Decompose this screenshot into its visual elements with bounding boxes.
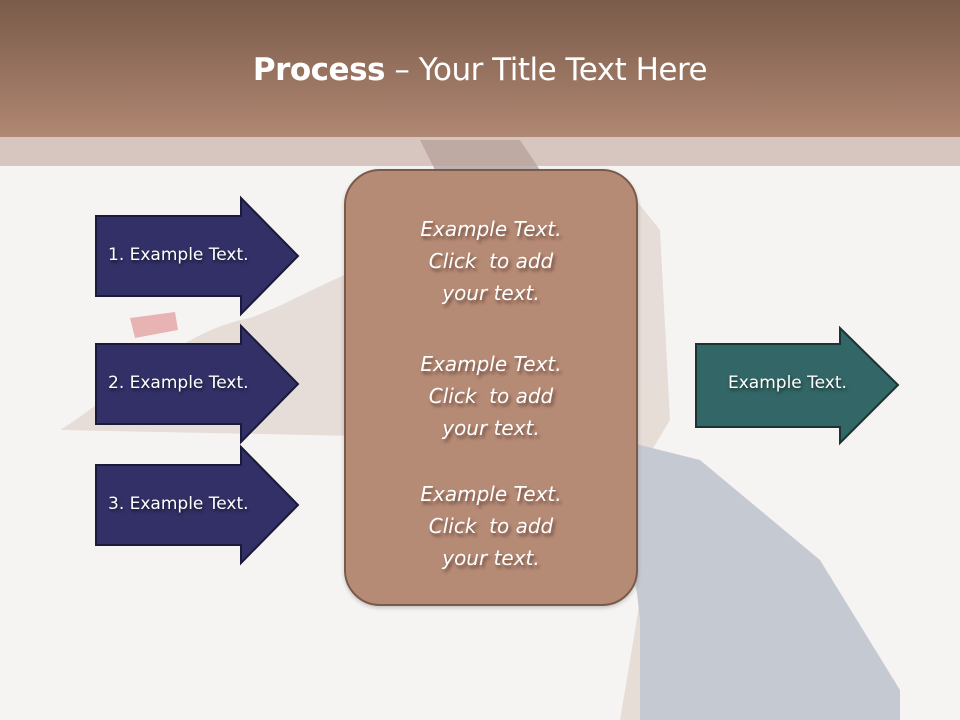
header-accent-band (0, 137, 960, 166)
block-line: your text. (442, 416, 540, 440)
arrow-label: 3. Example Text. (108, 494, 249, 514)
block-line: Click to add (428, 249, 554, 273)
text-block-3: Example Text. Click to add your text. (346, 478, 636, 574)
block-line: Example Text. (420, 217, 562, 241)
block-line: Example Text. (420, 482, 562, 506)
slide-title[interactable]: Process – Your Title Text Here (0, 52, 960, 88)
result-arrow[interactable]: Example Text. (695, 325, 900, 446)
process-arrow-1[interactable]: 1. Example Text. (95, 195, 300, 317)
right-arrow-icon (95, 195, 300, 317)
block-line: your text. (442, 546, 540, 570)
title-bold: Process (252, 52, 386, 88)
block-line: your text. (442, 281, 540, 305)
process-arrow-2[interactable]: 2. Example Text. (95, 323, 300, 445)
arrow-label: 1. Example Text. (108, 245, 249, 265)
text-block-2: Example Text. Click to add your text. (346, 348, 636, 444)
right-arrow-icon (95, 444, 300, 566)
block-line: Click to add (428, 514, 554, 538)
center-text-box[interactable]: Example Text. Click to add your text. Ex… (344, 169, 638, 606)
title-rest: – Your Title Text Here (385, 52, 708, 88)
text-block-1: Example Text. Click to add your text. (346, 213, 636, 309)
arrow-label: Example Text. (728, 373, 847, 393)
block-line: Click to add (428, 384, 554, 408)
process-arrow-3[interactable]: 3. Example Text. (95, 444, 300, 566)
right-arrow-icon (95, 323, 300, 445)
right-arrow-icon (695, 325, 900, 446)
block-line: Example Text. (420, 352, 562, 376)
title-header-bar (0, 0, 960, 137)
arrow-label: 2. Example Text. (108, 373, 249, 393)
